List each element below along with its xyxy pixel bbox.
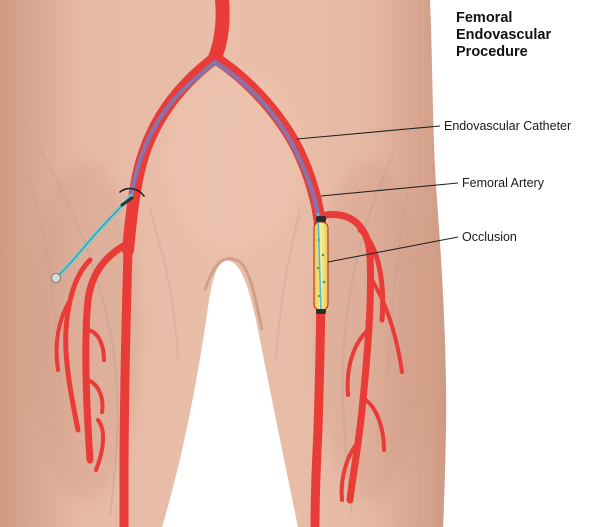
femoral-artery-label: Femoral Artery bbox=[462, 176, 544, 190]
aorta bbox=[215, 0, 223, 58]
title-line-3: Procedure bbox=[456, 44, 606, 61]
occlusion-label: Occlusion bbox=[462, 230, 517, 244]
occlusion bbox=[314, 214, 328, 314]
catheter-label: Endovascular Catheter bbox=[444, 119, 571, 133]
title-line-1: Femoral bbox=[456, 10, 606, 27]
left-superficial-femoral bbox=[124, 250, 128, 527]
hub-cap bbox=[52, 274, 61, 283]
title-line-2: Endovascular bbox=[456, 27, 606, 44]
diagram-title: Femoral Endovascular Procedure bbox=[456, 10, 606, 61]
